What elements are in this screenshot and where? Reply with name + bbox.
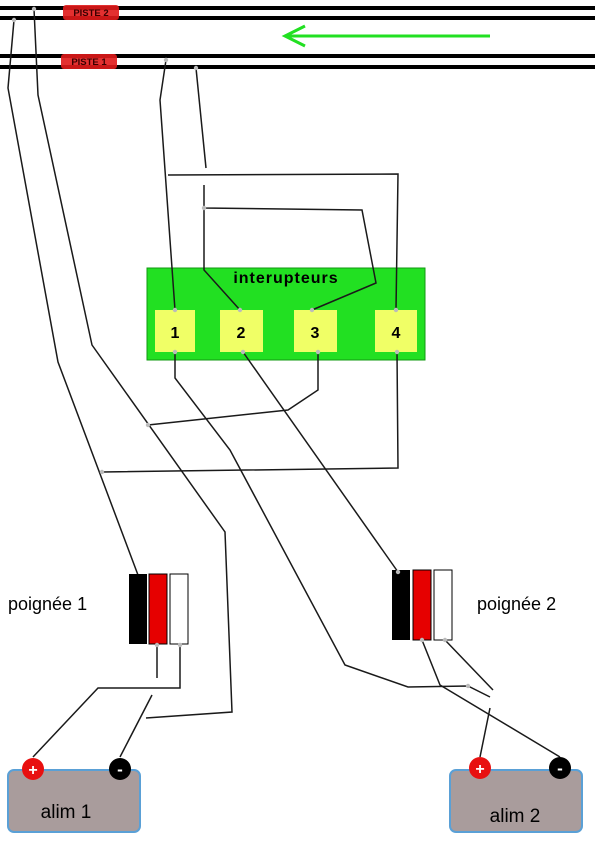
track-tag-piste-2: PISTE 2 — [63, 5, 119, 20]
track-label-piste-2: PISTE 2 — [73, 8, 108, 19]
handle-2: poignée 2 — [392, 569, 556, 641]
plus-terminal-symbol-2: + — [475, 761, 484, 778]
track-label-piste-1: PISTE 1 — [71, 57, 107, 68]
switch-box-title: interupteurs — [233, 270, 338, 287]
wire-piste1-b — [195, 67, 207, 169]
wire-switch3-out — [147, 352, 319, 426]
plus-terminal-icon: + — [469, 757, 491, 779]
junction-dots — [11, 6, 471, 689]
wire-bus-switch2 — [203, 208, 241, 311]
power-supply-2-label: alim 2 — [490, 806, 541, 827]
wire-bus-switch3 — [203, 185, 377, 311]
handle-1-label: poignée 1 — [8, 594, 87, 614]
wire-switch4-out — [101, 351, 399, 473]
plus-terminal-icon: + — [22, 758, 44, 780]
switch-2-label: 2 — [237, 325, 246, 342]
switch-3[interactable]: 3 — [294, 310, 337, 352]
wire-handle1-white — [32, 645, 181, 758]
wire-piste2-b — [33, 8, 233, 719]
wire-switch1-out — [174, 352, 491, 698]
wire-handle2-plus — [479, 707, 491, 758]
power-supply-1: alim 1 + - — [7, 758, 141, 833]
wire-handle1-minus — [119, 694, 153, 758]
minus-terminal-icon: - — [549, 757, 571, 779]
minus-terminal-symbol: - — [117, 760, 123, 779]
switch-4[interactable]: 4 — [375, 310, 417, 352]
wire-handle2-red — [421, 639, 561, 758]
switch-box: interupteurs 1 2 3 4 — [146, 267, 426, 361]
wiring — [7, 8, 561, 758]
switch-2[interactable]: 2 — [220, 310, 263, 352]
handle-2-label: poignée 2 — [477, 594, 556, 614]
handle-1: poignée 1 — [8, 573, 189, 645]
minus-terminal-symbol-2: - — [557, 759, 563, 778]
track-tag-piste-1: PISTE 1 — [61, 54, 117, 69]
minus-terminal-icon: - — [109, 758, 131, 780]
switch-3-label: 3 — [311, 325, 320, 342]
switch-1-label: 1 — [171, 325, 180, 342]
plus-terminal-symbol: + — [28, 762, 37, 779]
wire-switch2-out — [242, 351, 399, 573]
wire-piste1-a — [159, 59, 176, 311]
direction-arrow — [281, 24, 490, 48]
wire-handle2-white — [444, 639, 494, 691]
switch-1[interactable]: 1 — [155, 310, 195, 352]
switch-4-label: 4 — [392, 325, 401, 342]
wire-piste2-a — [7, 19, 139, 576]
power-supply-1-label: alim 1 — [41, 802, 92, 823]
wire-bus-switch4 — [167, 173, 399, 311]
power-supply-2: alim 2 + - — [449, 757, 583, 833]
